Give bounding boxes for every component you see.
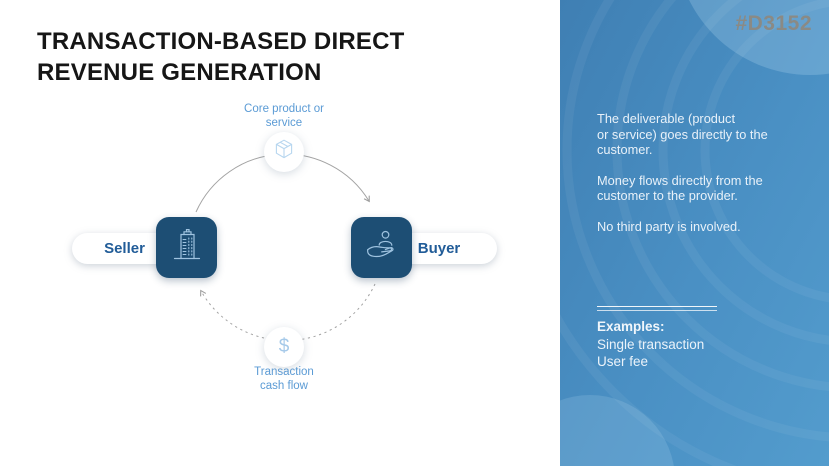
- package-icon: [269, 135, 299, 170]
- side-panel: #D3152 The deliverable (product or servi…: [560, 0, 829, 466]
- seller-node: [156, 217, 217, 278]
- example-item: User fee: [597, 354, 649, 370]
- office-building-icon: [167, 225, 207, 270]
- description-paragraph: The deliverable (product or service) goe…: [597, 111, 768, 158]
- cash-node: $: [264, 327, 304, 367]
- description-text: The deliverable (product or service) goe…: [597, 111, 802, 250]
- examples-divider: [597, 306, 717, 311]
- examples-heading: Examples:: [597, 319, 665, 334]
- example-item: Single transaction: [597, 337, 705, 352]
- product-node: [264, 132, 304, 172]
- page-title: TRANSACTION-BASED DIRECT REVENUE GENERAT…: [37, 26, 497, 88]
- cash-flow-arrow: [200, 283, 376, 341]
- page-title-line-1: TRANSACTION-BASED DIRECT: [37, 28, 405, 55]
- dollar-icon: $: [278, 336, 290, 357]
- description-paragraph: No third party is involved.: [597, 218, 741, 234]
- hand-holding-person-icon: [362, 225, 402, 270]
- page-title-line-2: REVENUE GENERATION: [37, 59, 322, 86]
- template-id: #D3152: [735, 12, 812, 35]
- seller-label: Seller: [104, 240, 145, 257]
- buyer-label: Buyer: [417, 240, 461, 257]
- description-paragraph: Money flows directly from the customer t…: [597, 172, 763, 204]
- examples-section: Examples: Single transaction User fee: [597, 318, 797, 371]
- cash-flow-label: Transaction cash flow: [254, 366, 314, 392]
- decorative-arcs: [560, 0, 829, 466]
- buyer-node: [351, 217, 412, 278]
- core-product-label: Core product or service: [244, 103, 324, 129]
